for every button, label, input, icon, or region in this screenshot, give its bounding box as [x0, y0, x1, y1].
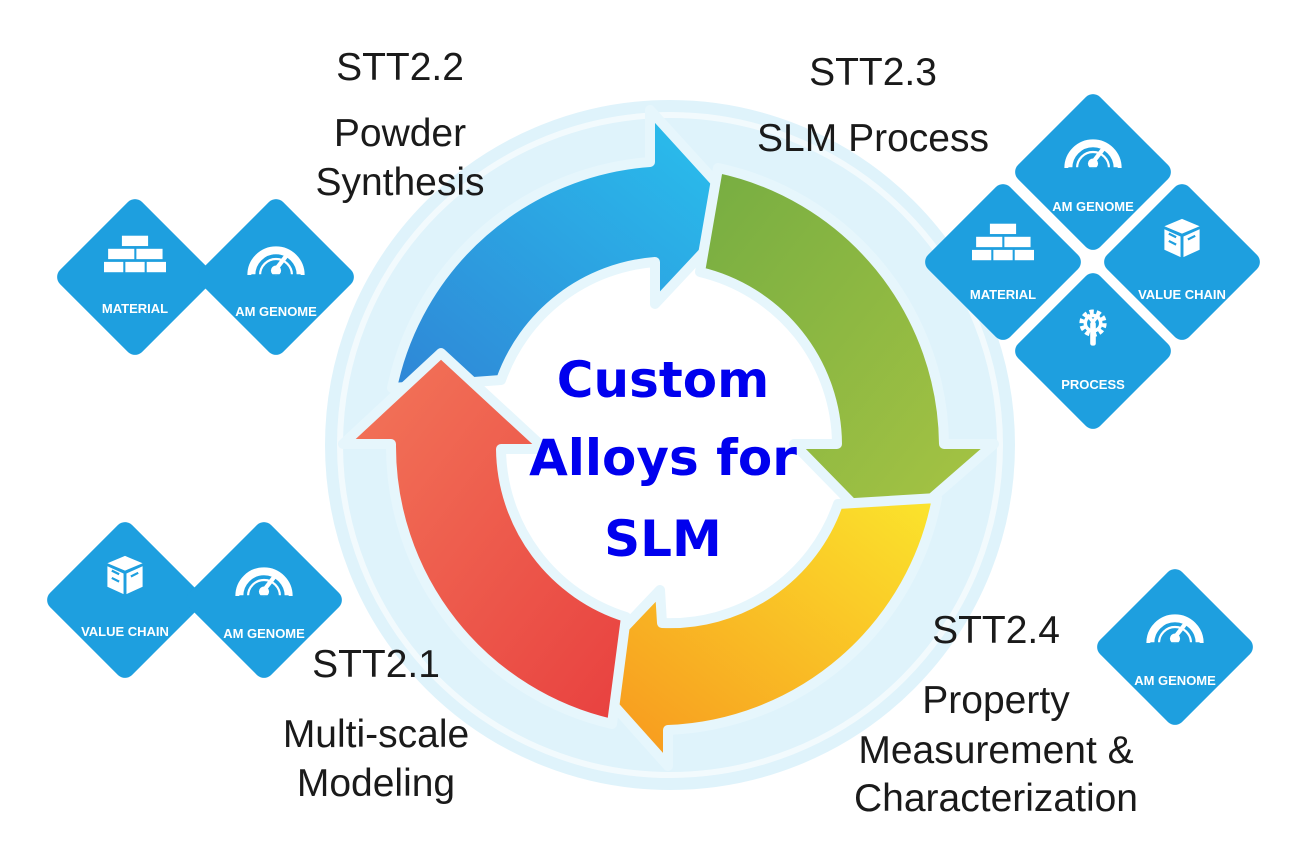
badge-am-genome: AM GENOME [1097, 569, 1253, 725]
center-line-2: Alloys for [529, 429, 797, 487]
badges-stt24: AM GENOME [1097, 569, 1253, 725]
badge-label: AM GENOME [1134, 673, 1216, 688]
stage-code: STT2.2 [336, 46, 464, 89]
center-line-1: Custom [557, 351, 769, 409]
center-line-3: SLM [604, 510, 722, 568]
badge-label: VALUE CHAIN [1138, 287, 1226, 302]
badge-value-chain: VALUE CHAIN [1104, 184, 1260, 340]
badge-label: AM GENOME [235, 304, 317, 319]
stage-title-line: Powder [334, 112, 466, 155]
badge-label: VALUE CHAIN [81, 624, 169, 639]
stage-stt22: STT2.2 Powder Synthesis [315, 46, 484, 204]
cycle-arrows [338, 105, 999, 771]
stage-title-line: Synthesis [315, 161, 484, 204]
stage-title-line: Multi-scale [283, 713, 469, 756]
badge-label: MATERIAL [102, 301, 168, 316]
badge-value-chain: VALUE CHAIN [47, 522, 203, 678]
badges-stt21: VALUE CHAIN AM GENOME [47, 522, 342, 678]
badges-stt22: MATERIAL AM GENOME [57, 199, 354, 355]
badge-label: MATERIAL [970, 287, 1036, 302]
stage-code: STT2.1 [312, 643, 440, 686]
stage-title-line: Measurement & [858, 729, 1133, 772]
badge-label: AM GENOME [223, 626, 305, 641]
badge-label: AM GENOME [1052, 199, 1134, 214]
badge-am-genome: AM GENOME [198, 199, 354, 355]
stage-stt23: STT2.3 SLM Process [757, 51, 989, 160]
badge-am-genome: AM GENOME [1015, 94, 1171, 250]
stage-stt21: STT2.1 Multi-scale Modeling [283, 643, 469, 805]
stage-title-line: Property [922, 679, 1070, 722]
badge-material: MATERIAL [925, 184, 1081, 340]
arrow-powder-synthesis [387, 105, 747, 393]
arrow-property-measurement [578, 493, 942, 771]
stage-code: STT2.3 [809, 51, 937, 94]
stage-title-line: Modeling [297, 762, 455, 805]
stage-title-line: Characterization [854, 777, 1138, 820]
badge-process: PROCESS [1015, 273, 1171, 429]
badge-am-genome: AM GENOME [186, 522, 342, 678]
center-title: Custom Alloys for SLM [529, 351, 797, 568]
stage-stt24: STT2.4 Property Measurement & Characteri… [854, 609, 1138, 820]
badge-label: PROCESS [1061, 377, 1125, 392]
stage-title-line: SLM Process [757, 117, 989, 160]
stage-code: STT2.4 [932, 609, 1060, 652]
arrow-multiscale-modeling [338, 348, 631, 729]
badges-stt23: AM GENOME MATERIAL VALUE CHAIN PROCESS [925, 94, 1260, 429]
badge-material: MATERIAL [57, 199, 213, 355]
arrow-slm-process [695, 163, 999, 543]
